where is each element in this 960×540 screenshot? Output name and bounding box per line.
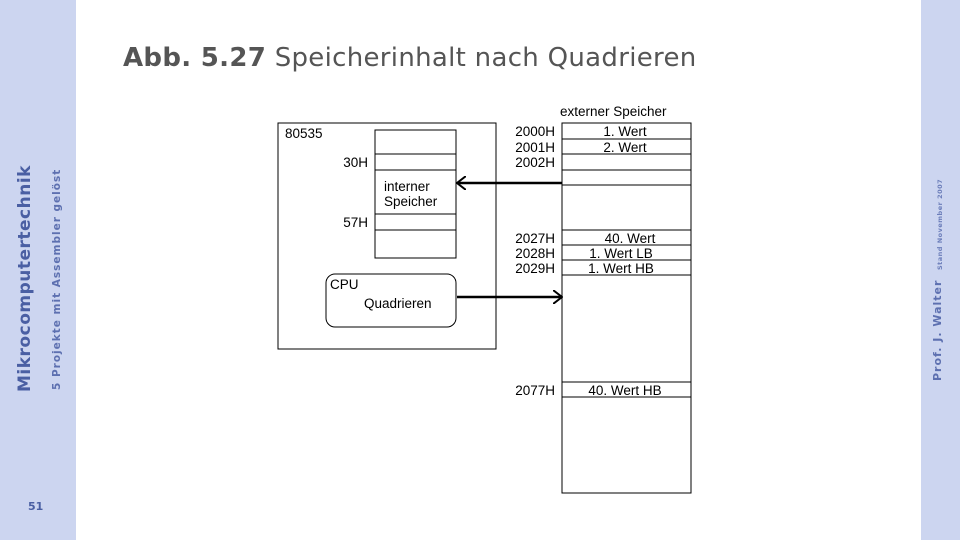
- external-memory-value: 40. Wert HB: [588, 383, 661, 398]
- external-memory-value: 1. Wert LB: [589, 246, 653, 261]
- cpu-label: CPU: [330, 277, 359, 292]
- external-memory-value: 1. Wert HB: [588, 261, 654, 276]
- external-address: 2000H: [515, 124, 555, 139]
- external-memory-title: externer Speicher: [560, 104, 667, 119]
- page-number: 51: [28, 500, 44, 513]
- external-address: 2002H: [515, 155, 555, 170]
- external-memory-rows: 2000H 1. Wert 2001H 2. Wert 2002H 2027H 40. We…: [515, 124, 691, 398]
- internal-memory-label-1: interner: [384, 179, 430, 194]
- right-sidebar: [921, 0, 960, 540]
- internal-memory-label-2: Speicher: [384, 194, 438, 209]
- slide-title: Abb. 5.27 Speicherinhalt nach Quadrieren: [123, 43, 697, 73]
- external-address: 2077H: [515, 383, 555, 398]
- external-memory-value: 1. Wert: [603, 124, 647, 139]
- external-address: 2027H: [515, 231, 555, 246]
- internal-addr-57h: 57H: [343, 215, 368, 230]
- internal-addr-30h: 30H: [343, 155, 368, 170]
- cpu-box: [325, 273, 457, 328]
- external-address: 2028H: [515, 246, 555, 261]
- external-memory-value: 2. Wert: [603, 140, 647, 155]
- external-address: 2029H: [515, 261, 555, 276]
- external-address: 2001H: [515, 140, 555, 155]
- external-memory-box: [561, 122, 692, 494]
- cpu-operation: Quadrieren: [364, 296, 432, 311]
- figure-number: Abb. 5.27: [123, 43, 267, 73]
- internal-memory-box: [374, 129, 457, 259]
- external-memory-value: 40. Wert: [605, 231, 656, 246]
- chip-80535-box: [277, 122, 497, 350]
- chip-label: 80535: [285, 126, 323, 141]
- figure-title: Speicherinhalt nach Quadrieren: [274, 43, 697, 73]
- left-sidebar: [0, 0, 76, 540]
